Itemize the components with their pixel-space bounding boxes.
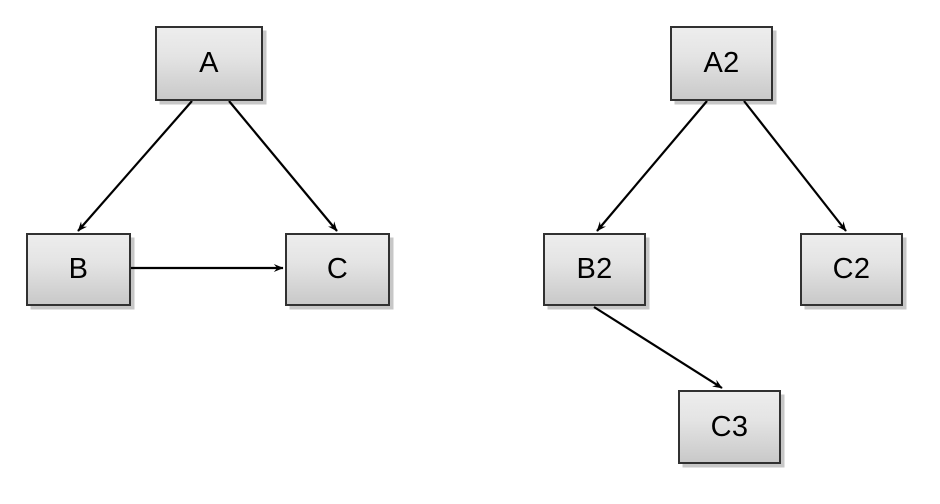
edge-a-to-b bbox=[77, 100, 193, 232]
node-a2-label: A2 bbox=[703, 47, 740, 79]
node-a[interactable]: A bbox=[155, 26, 263, 101]
node-c3-label: C3 bbox=[710, 410, 749, 443]
node-a2[interactable]: A2 bbox=[670, 26, 773, 101]
edge-b2-to-c3 bbox=[593, 306, 723, 389]
edge-a-to-c bbox=[228, 100, 338, 232]
node-c2[interactable]: C2 bbox=[800, 233, 903, 306]
node-b-label: B bbox=[68, 253, 89, 285]
edge-a2-to-b2 bbox=[596, 100, 708, 232]
node-c-label: C bbox=[326, 253, 349, 285]
node-b2-label: B2 bbox=[576, 253, 613, 285]
node-a-label: A bbox=[199, 47, 219, 79]
node-b2[interactable]: B2 bbox=[543, 233, 646, 306]
node-c[interactable]: C bbox=[285, 233, 390, 306]
node-c2-label: C2 bbox=[832, 253, 871, 285]
edge-a2-to-c2 bbox=[743, 100, 847, 232]
node-b[interactable]: B bbox=[26, 233, 131, 306]
node-c3[interactable]: C3 bbox=[678, 390, 781, 464]
